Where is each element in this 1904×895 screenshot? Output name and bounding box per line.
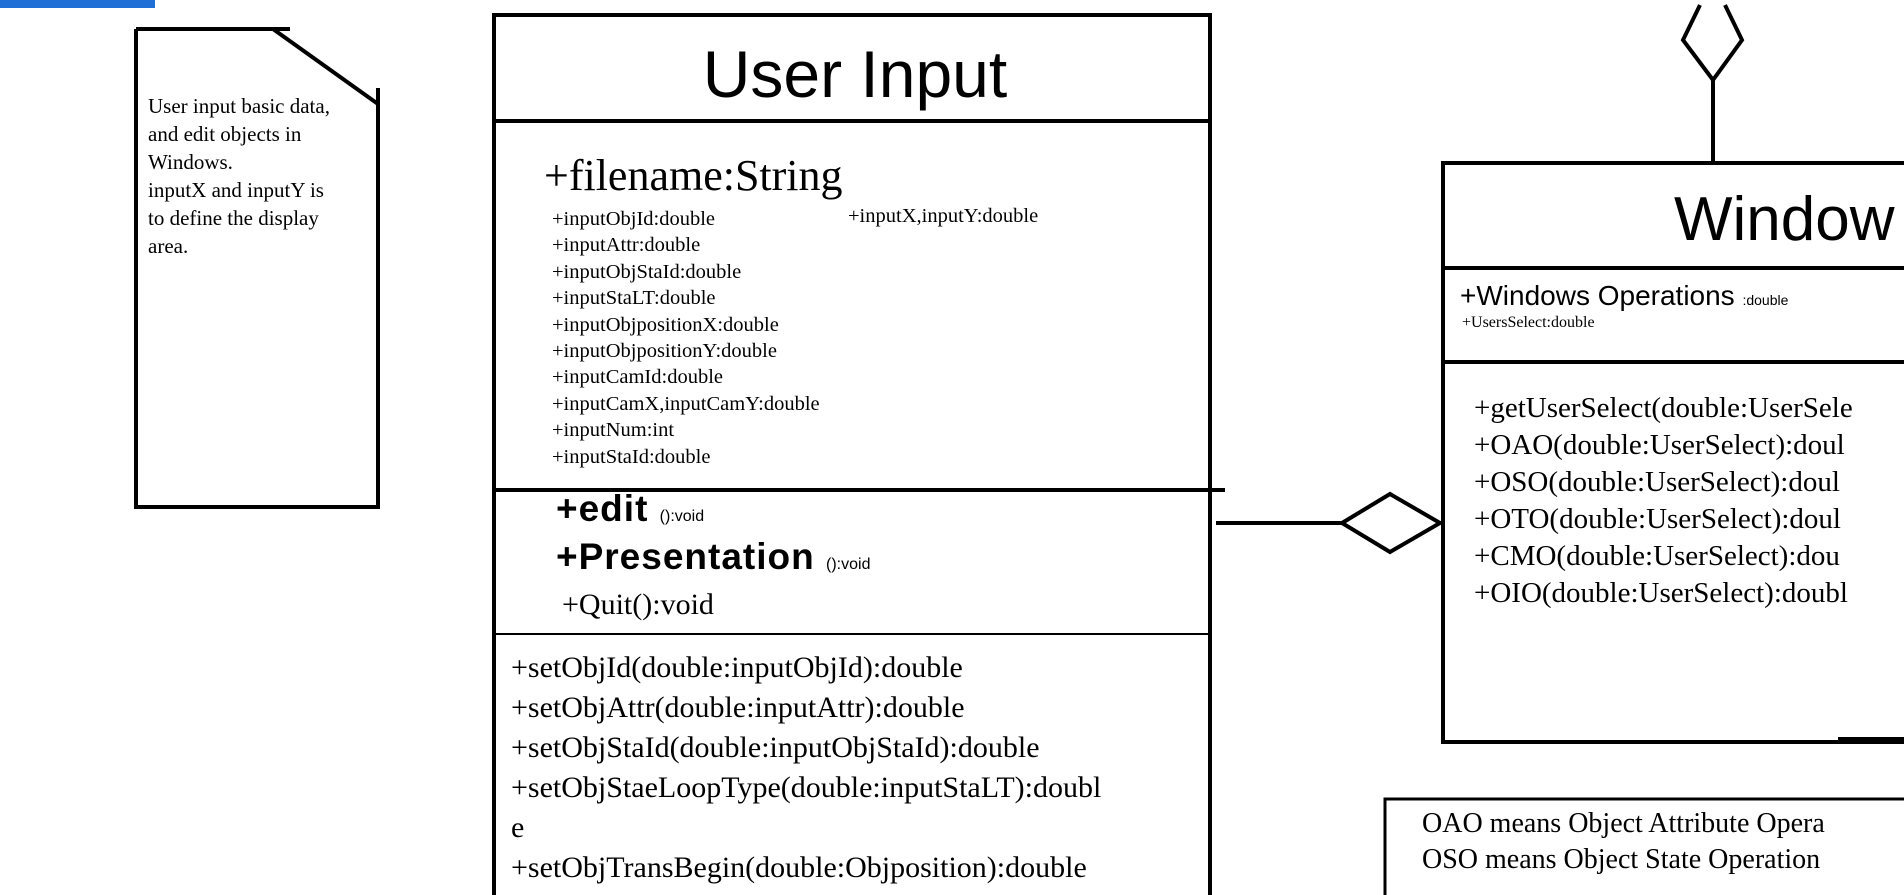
window-method-item: +OSO(double:UserSelect):doul (1474, 466, 1840, 498)
quit-operation: +Quit():void (562, 588, 714, 621)
note-text: User input basic data, and edit objects … (148, 92, 378, 260)
presentation-operation: +Presentation ():void (556, 536, 870, 578)
attribute-item: +inputCamX,inputCamY:double (552, 392, 820, 415)
note-line: User input basic data, (148, 94, 330, 118)
user-input-title: User Input (702, 37, 1008, 111)
edit-operation-name: +edit (556, 488, 649, 529)
legend-line: OSO means Object State Operation (1422, 844, 1821, 875)
user-input-class-box (492, 13, 1225, 895)
set-method-item: +setObjStaId(double:inputObjStaId):doubl… (511, 731, 1040, 764)
attribute-item: +inputObjId:double (552, 208, 716, 230)
attribute-item: +inputStaLT:double (552, 287, 716, 310)
windows-operations-attribute: +Windows Operations :double (1460, 280, 1788, 312)
note-line: inputX and inputY is (148, 178, 324, 202)
edit-operation-signature: ():void (659, 508, 705, 525)
set-method-list: +setObjId(double:inputObjId):double +set… (511, 648, 1101, 888)
set-method-item: e (511, 811, 525, 844)
attribute-item: +inputObjpositionX:double (552, 313, 779, 336)
users-select-attribute: +UsersSelect:double (1462, 314, 1595, 331)
window-method-item: +getUserSelect(double:UserSele (1474, 392, 1853, 424)
window-method-item: +OTO(double:UserSelect):doul (1474, 503, 1841, 535)
filename-attribute: +filename:String (544, 151, 843, 200)
set-method-item: +setObjAttr(double:inputAttr):double (511, 691, 965, 724)
note-line: and edit objects in (148, 122, 302, 146)
window-title: Window (1674, 185, 1895, 254)
legend-line: OAO means Object Attribute Opera (1422, 808, 1825, 839)
aggregation-connector (1216, 491, 1444, 555)
note-line: area. (148, 234, 189, 258)
window-method-item: +OAO(double:UserSelect):doul (1474, 429, 1845, 461)
attribute-item: +inputObjStaId:double (552, 260, 742, 283)
attribute-item: +inputNum:int (552, 419, 675, 442)
window-method-list: +getUserSelect(double:UserSele +OAO(doub… (1474, 390, 1853, 612)
input-xy-attribute: +inputX,inputY:double (848, 205, 1039, 227)
top-aggregation-connector (1680, 4, 1745, 163)
note-box (134, 27, 380, 509)
attribute-item: +inputAttr:double (552, 234, 701, 257)
note-line: Windows. (148, 150, 233, 174)
legend-text: OAO means Object Attribute Opera OSO mea… (1422, 806, 1825, 878)
set-method-item: +setObjId(double:inputObjId):double (511, 651, 963, 684)
windows-operations-type: :double (1742, 292, 1789, 308)
set-method-item: +setObjStaeLoopType(double:inputStaLT):d… (511, 771, 1102, 804)
window-method-item: +OIO(double:UserSelect):doubl (1474, 577, 1848, 609)
top-left-blue-bar (0, 0, 155, 8)
windows-operations-name: +Windows Operations (1460, 280, 1735, 311)
set-method-item: +setObjTransBegin(double:Objposition):do… (511, 851, 1087, 884)
attribute-item: +inputObjpositionY:double (552, 340, 777, 363)
presentation-operation-name: +Presentation (556, 536, 815, 577)
window-class-box (1441, 161, 1904, 744)
attribute-item: +inputStaId:double (552, 445, 711, 468)
attribute-item: +inputCamId:double (552, 366, 723, 389)
user-input-attribute-list: +inputObjId:double +inputAttr:double +in… (552, 206, 820, 470)
presentation-operation-signature: ():void (826, 556, 871, 573)
edit-operation: +edit ():void (556, 488, 704, 530)
note-line: to define the display (148, 206, 319, 230)
window-method-item: +CMO(double:UserSelect):dou (1474, 540, 1840, 572)
legend-box (1383, 797, 1904, 895)
